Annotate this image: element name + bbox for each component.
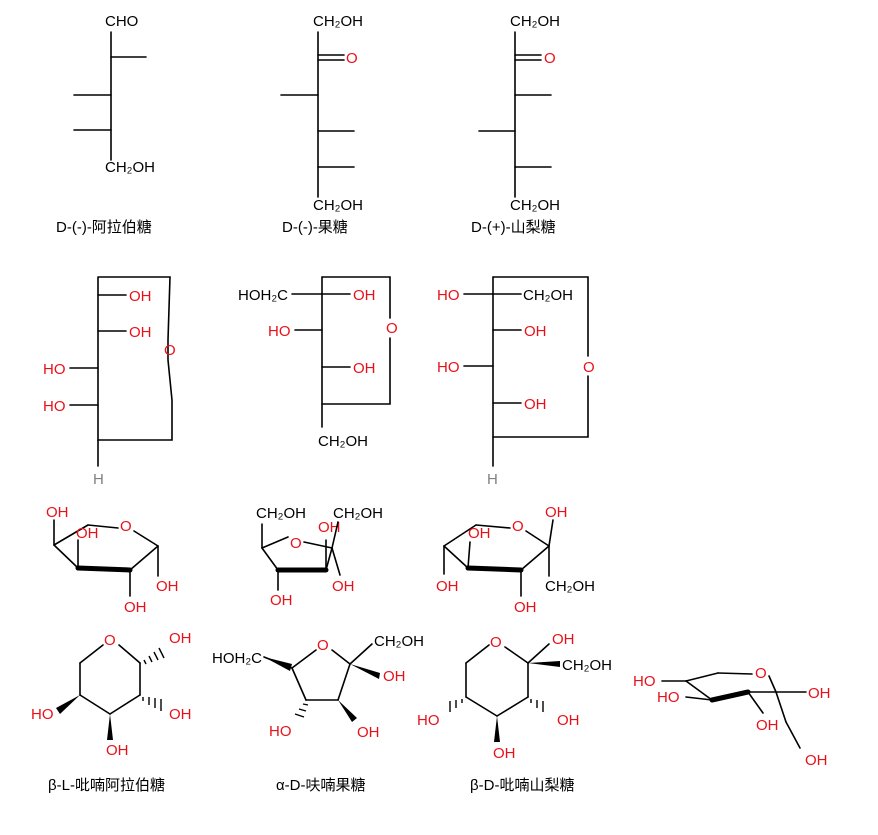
oh-label: OH — [169, 630, 192, 647]
oh-label: OH — [557, 712, 580, 729]
hoh2c-label: HOH₂C — [212, 650, 262, 667]
oxygen-label: O — [755, 665, 767, 682]
oh-label: OH — [545, 504, 568, 521]
hashed-bond — [294, 703, 309, 718]
oh-label: OH — [468, 525, 491, 542]
ch2oh-label: CH₂OH — [313, 197, 363, 214]
ch2oh-label: CH₂OH — [510, 197, 560, 214]
ho-label: HO — [31, 706, 54, 723]
h-label: H — [93, 471, 104, 488]
oxygen-label: O — [583, 359, 595, 376]
caption-sorbose-fischer: D-(+)-山梨糖 — [471, 219, 556, 236]
ho-label: HO — [269, 723, 292, 740]
caption-arabinose-fischer: D-(-)-阿拉伯糖 — [56, 219, 152, 236]
oh-label: OH — [156, 578, 179, 595]
caption-arabinose-pyranose: β-L-吡喃阿拉伯糖 — [48, 777, 165, 794]
oh-label: OH — [129, 288, 152, 305]
ho-label: HO — [43, 398, 66, 415]
h-label: H — [487, 471, 498, 488]
oh-label: OH — [357, 724, 380, 741]
haworth-sorbose: O OH OH OH OH CH₂OH — [436, 504, 595, 616]
oh-label: OH — [270, 592, 293, 609]
oh-label: OH — [514, 599, 537, 616]
oxygen-label: O — [120, 518, 132, 535]
oh-label: OH — [524, 323, 547, 340]
fischer-arabinose: CHO CH₂OH D-(-)-阿拉伯糖 — [56, 13, 155, 236]
ch2oh-label: CH₂OH — [333, 505, 383, 522]
ch2oh-label: CH₂OH — [318, 433, 368, 450]
ch2oh-label: CH₂OH — [105, 159, 155, 176]
oxygen-label: O — [290, 535, 302, 552]
oh-label: OH — [552, 631, 575, 648]
oh-label: OH — [353, 360, 376, 377]
ch2oh-label: CH₂OH — [256, 505, 306, 522]
ho-label: HO — [43, 361, 66, 378]
caption-sorbose-pyranose: β-D-吡喃山梨糖 — [470, 777, 574, 794]
oh-label: OH — [76, 525, 99, 542]
hashed-bond — [530, 699, 544, 712]
oh-label: OH — [436, 578, 459, 595]
ho-label: HO — [437, 359, 460, 376]
ho-label: HO — [633, 673, 656, 690]
oh-label: OH — [524, 396, 547, 413]
oxygen-label: O — [544, 50, 556, 67]
oxygen-label: O — [104, 632, 116, 649]
oh-label: OH — [353, 287, 376, 304]
oxygen-label: O — [346, 50, 358, 67]
ho-label: HO — [437, 287, 460, 304]
ho-label: HO — [657, 689, 680, 706]
ho-label: HO — [417, 712, 440, 729]
ch2oh-label: CH₂OH — [374, 633, 424, 650]
oh-label: OH — [383, 668, 406, 685]
haworth-fructose: CH₂OH O OH OH CH₂OH OH — [256, 505, 383, 609]
cyclic-fischer-fructose: HOH₂C OH HO O OH CH₂OH — [238, 276, 398, 450]
oxygen-label: O — [164, 342, 176, 359]
oh-label: OH — [805, 752, 828, 769]
pyranose-arabinose: O OH HO OH OH β-L-吡喃阿拉伯糖 — [31, 630, 192, 794]
oh-label: OH — [756, 717, 779, 734]
oh-label: OH — [493, 745, 516, 762]
furanose-fructose: HOH₂C O CH₂OH OH HO OH α-D-呋喃果糖 — [212, 633, 424, 794]
cho-label: CHO — [105, 13, 138, 30]
ch2oh-label: CH₂OH — [562, 657, 612, 674]
cyclic-fischer-sorbose: HO CH₂OH OH HO O OH H — [437, 276, 595, 488]
oxygen-label: O — [490, 634, 502, 651]
fischer-fructose: CH₂OH O CH₂OH D-(-)-果糖 — [280, 13, 363, 236]
cyclic-fischer-arabinose: OH OH O HO HO H — [43, 276, 176, 488]
ch2oh-label: CH₂OH — [545, 578, 595, 595]
fischer-sorbose: CH₂OH O CH₂OH D-(+)-山梨糖 — [471, 13, 560, 236]
hashed-bond — [143, 647, 165, 665]
hashed-bond — [142, 697, 162, 711]
ch2oh-label: CH₂OH — [313, 13, 363, 30]
haworth-arabinose: O OH OH OH OH — [46, 504, 179, 616]
oh-label: OH — [169, 706, 192, 723]
oxygen-label: O — [386, 320, 398, 337]
hoh2c-label: HOH₂C — [238, 287, 288, 304]
oxygen-label: O — [512, 518, 524, 535]
oh-label: OH — [106, 742, 129, 759]
chair-sorbose: O HO HO OH OH OH — [633, 665, 831, 769]
pyranose-sorbose: O OH CH₂OH HO OH OH β-D-吡喃山梨糖 — [417, 631, 612, 794]
hashed-bond — [449, 699, 463, 712]
ho-label: HO — [268, 323, 291, 340]
oh-label: OH — [129, 324, 152, 341]
oh-label: OH — [318, 519, 341, 536]
caption-fructose-furanose: α-D-呋喃果糖 — [276, 777, 366, 794]
oh-label: OH — [46, 504, 69, 521]
oh-label: OH — [332, 578, 355, 595]
ch2oh-label: CH₂OH — [523, 287, 573, 304]
oxygen-label: O — [317, 637, 329, 654]
oh-label: OH — [808, 685, 831, 702]
ch2oh-label: CH₂OH — [510, 13, 560, 30]
oh-label: OH — [124, 599, 147, 616]
caption-fructose-fischer: D-(-)-果糖 — [282, 219, 348, 236]
